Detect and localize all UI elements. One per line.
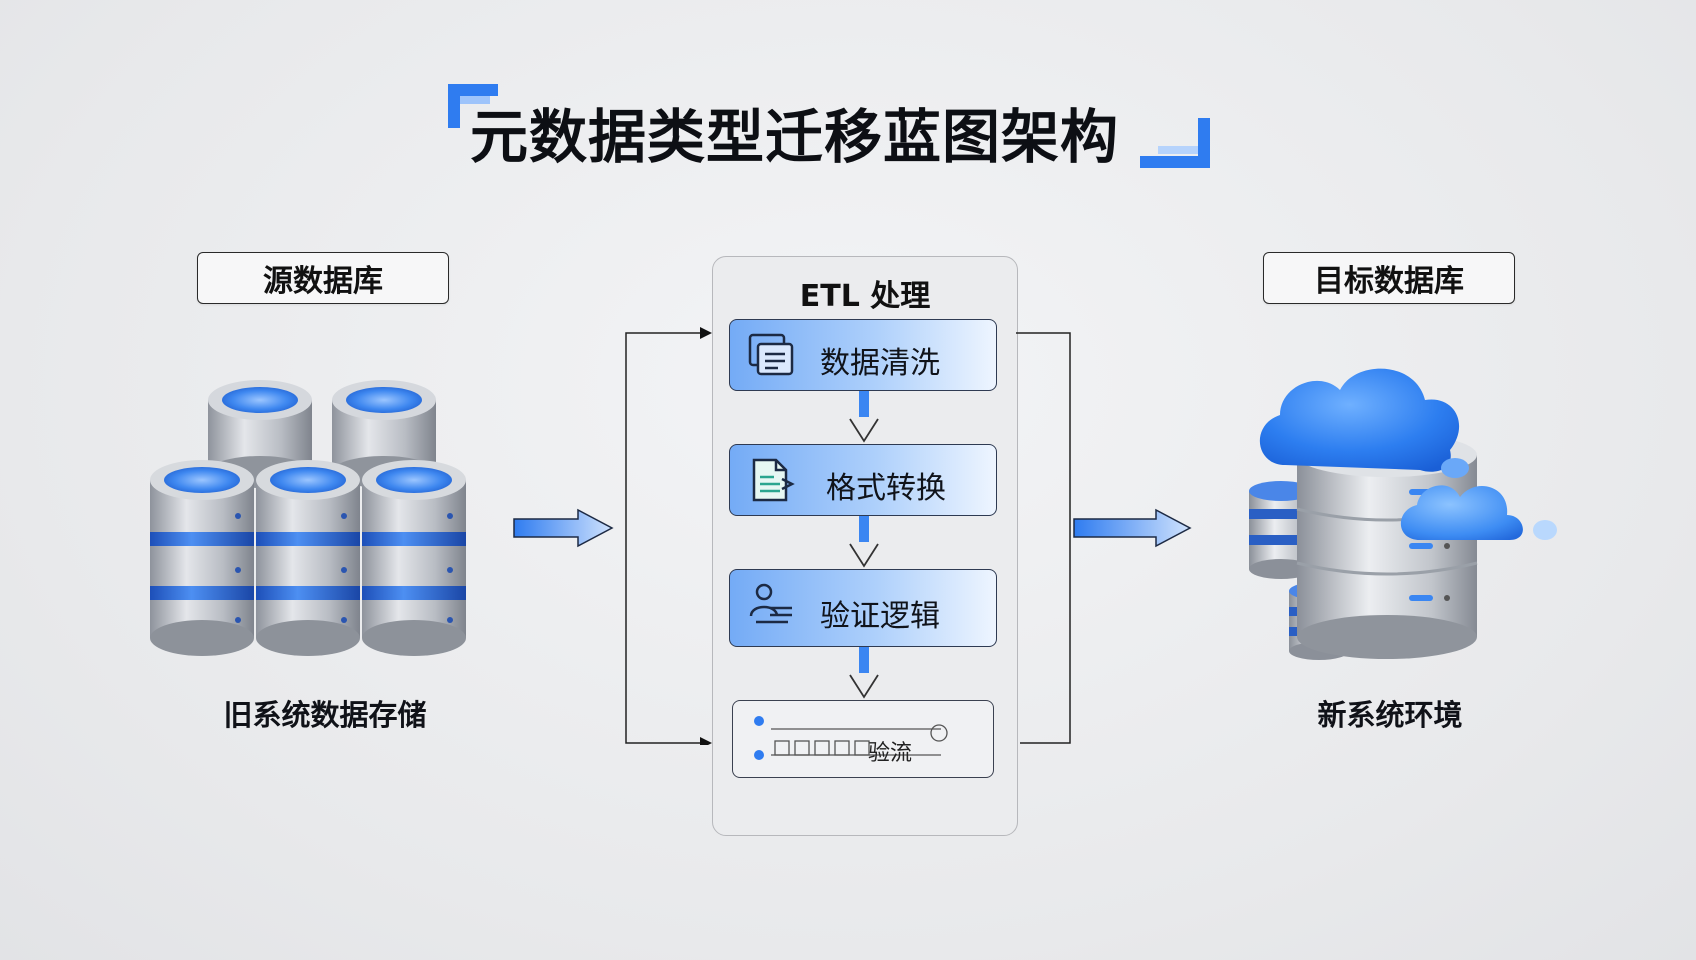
target-db-caption: 新系统环境	[1317, 698, 1463, 732]
down-arrow-icon	[849, 391, 879, 443]
source-db-caption: 旧系统数据存储	[223, 698, 427, 732]
etl-output-connector	[1016, 332, 1071, 744]
etl-panel: ETL 处理 数据清洗 格式转换	[712, 256, 1018, 836]
etl-step-format-conversion[interactable]: 格式转换	[729, 444, 997, 516]
right-arrow-icon	[1073, 508, 1192, 548]
user-check-icon	[749, 583, 792, 624]
etl-step-label: 格式转换	[826, 471, 946, 506]
etl-step-label: 验证逻辑	[820, 599, 940, 634]
file-convert-icon	[752, 458, 795, 502]
title-bracket-top-left-accent	[460, 96, 490, 104]
etl-step-data-cleaning[interactable]: 数据清洗	[729, 319, 997, 391]
etl-step-label: 数据清洗	[820, 346, 940, 381]
title-block: 元数据类型迁移蓝图架构	[440, 80, 1220, 171]
down-arrow-icon	[849, 647, 879, 699]
title-bracket-bottom-right	[1140, 156, 1210, 168]
etl-step-flow[interactable]: 验流	[732, 700, 994, 778]
target-db-label: 目标数据库	[1263, 252, 1515, 304]
title-bracket-top-left	[448, 84, 498, 96]
document-list-icon	[748, 333, 794, 376]
flow-timeline-icon	[754, 716, 948, 760]
etl-step-label: 验流	[868, 741, 913, 766]
database-stack-icon	[150, 380, 466, 656]
title-bracket-bottom-right-accent	[1158, 146, 1198, 154]
title-bracket-top-left-vertical	[448, 84, 460, 128]
right-arrow-icon	[513, 508, 614, 548]
etl-input-connector	[625, 327, 712, 745]
etl-title: ETL 处理	[799, 279, 931, 314]
cloud-server-icon	[1249, 368, 1557, 660]
page-title: 元数据类型迁移蓝图架构	[470, 103, 1120, 171]
source-db-label: 源数据库	[197, 252, 449, 304]
down-arrow-icon	[849, 516, 879, 568]
etl-step-validation-logic[interactable]: 验证逻辑	[729, 569, 997, 647]
title-bracket-bottom-right-vertical	[1198, 118, 1210, 168]
